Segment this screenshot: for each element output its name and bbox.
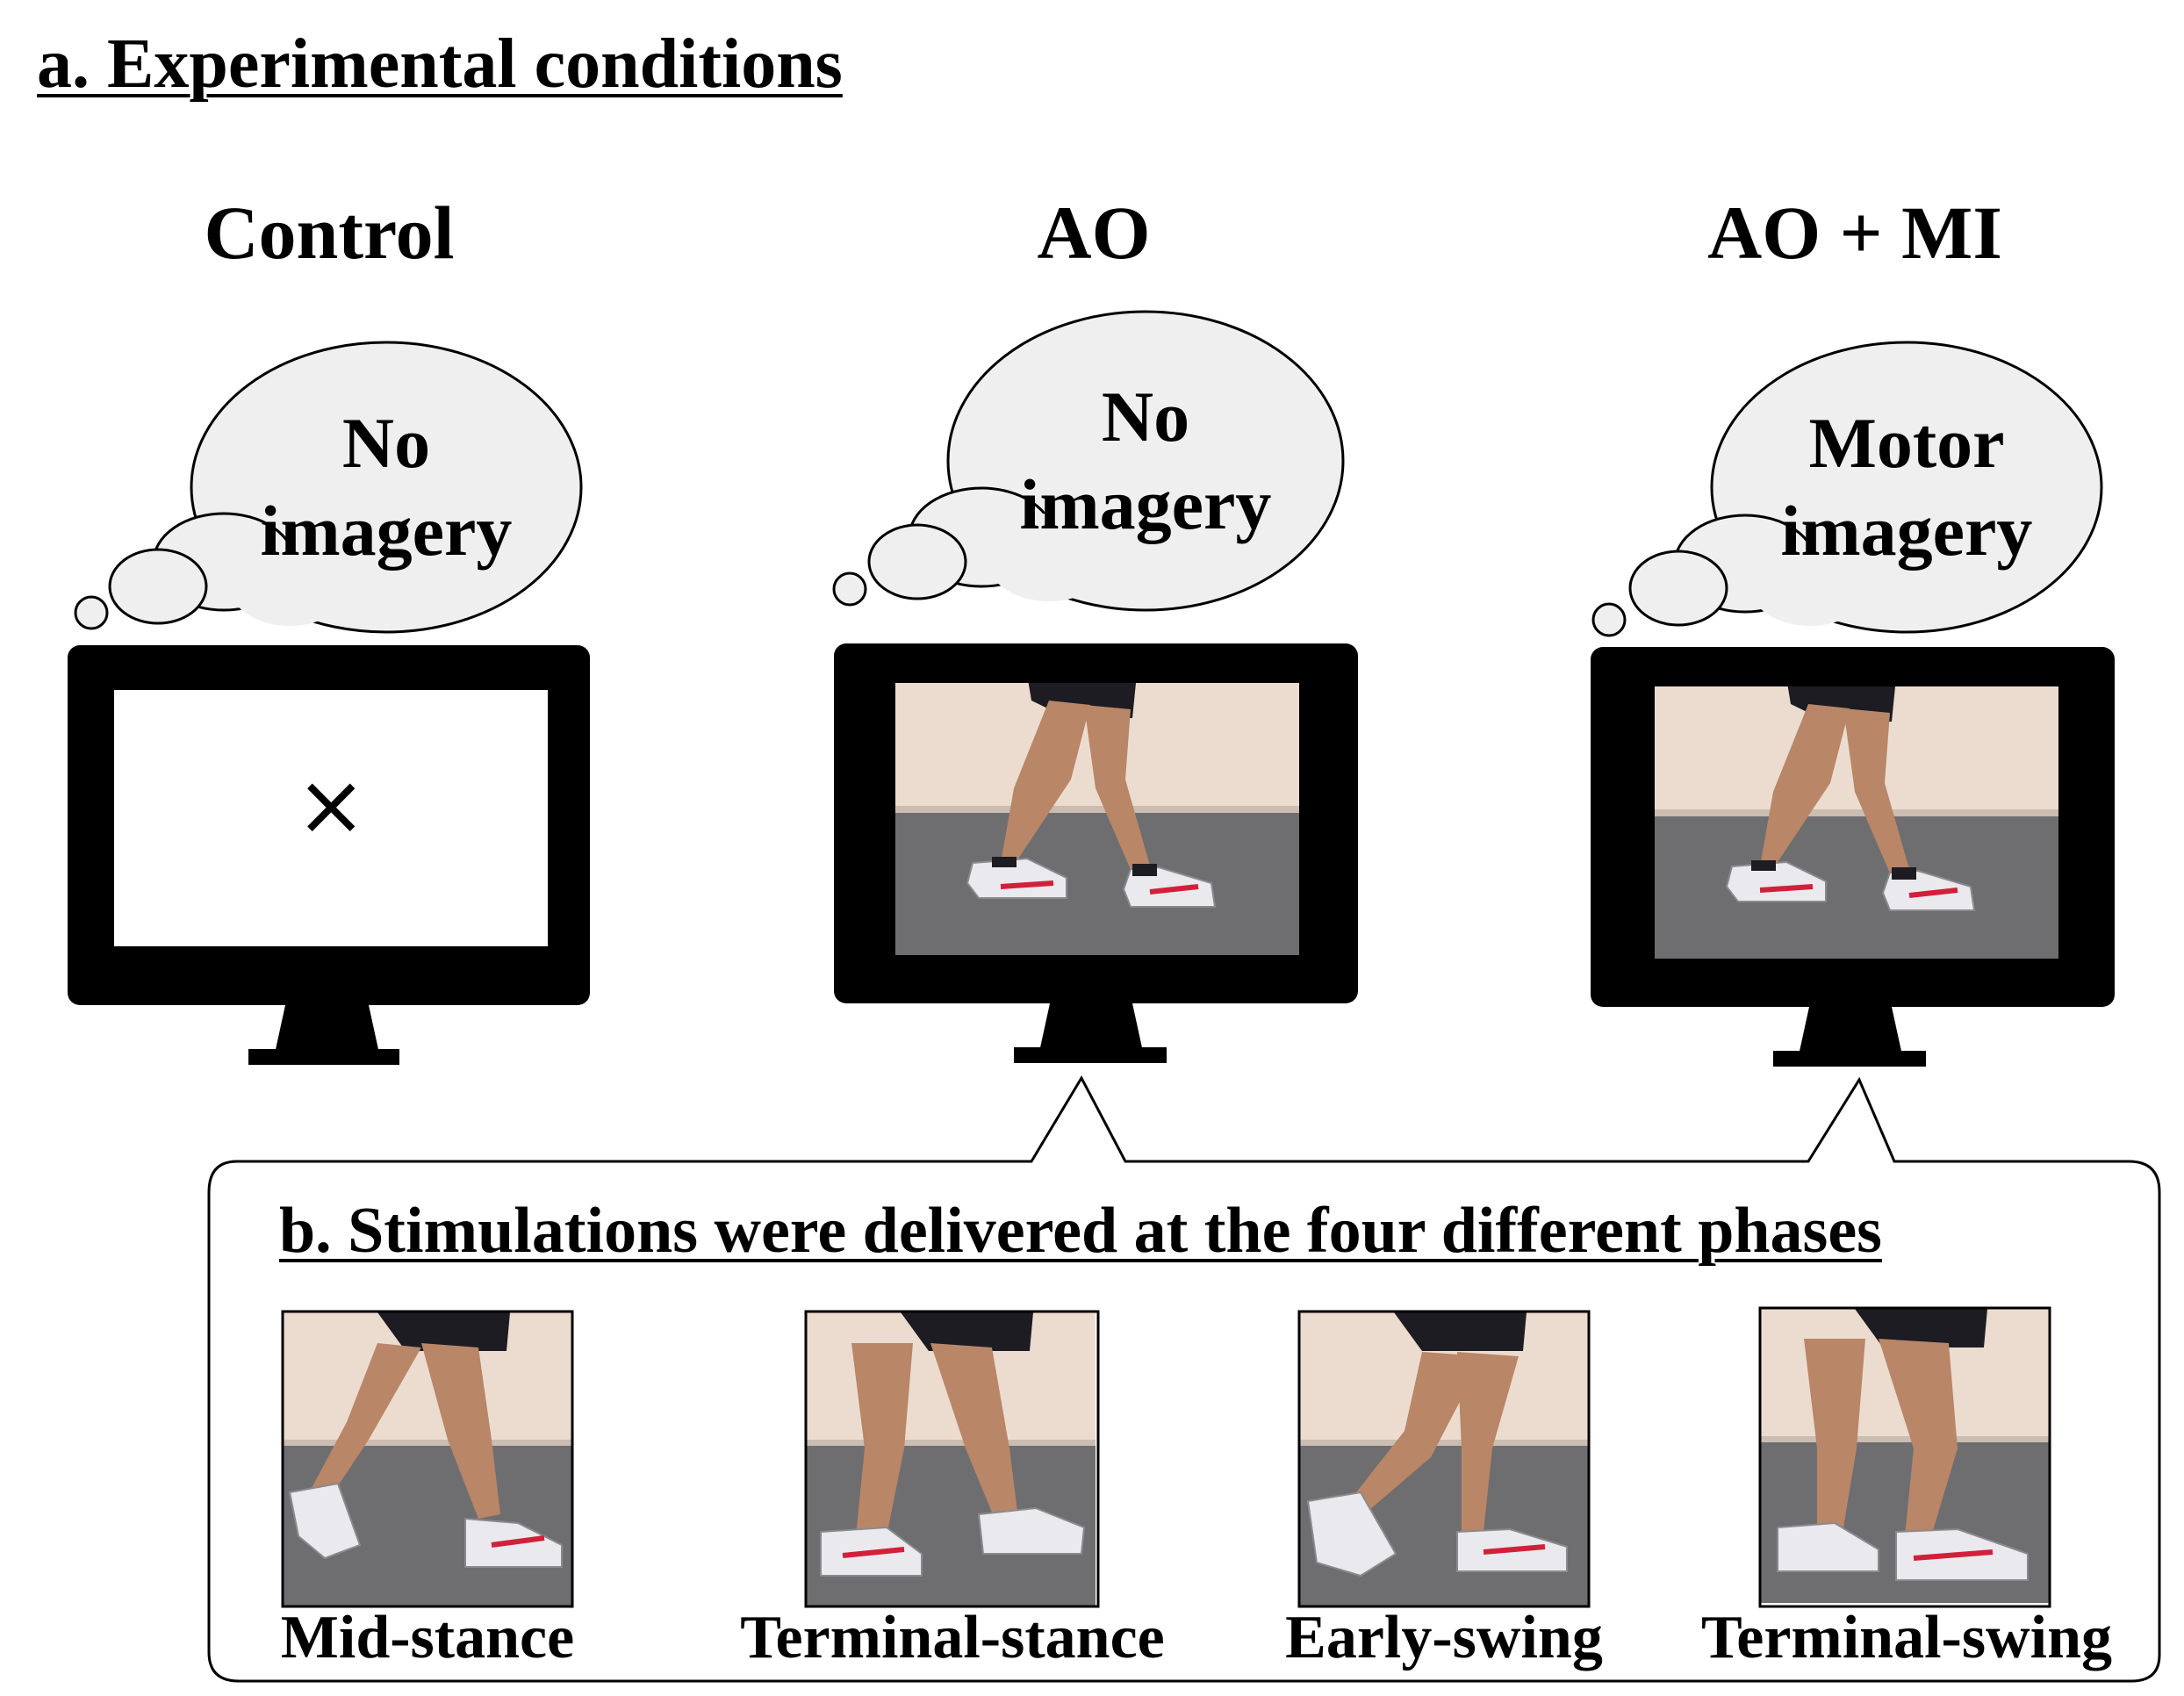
bubble-text-ao: No imagery (952, 373, 1339, 549)
phase-label-terminal-swing: Terminal-swing (1700, 1604, 2113, 1671)
monitor-ao (834, 643, 1358, 1063)
bubble-line1: Motor (1808, 403, 2005, 483)
phase-photo-mid-stance (281, 1310, 574, 1608)
bubble-line2: imagery (260, 491, 513, 571)
monitor-ao-mi (1591, 647, 2115, 1067)
thought-bubble-control (74, 341, 583, 634)
phase-label-early-swing: Early-swing (1285, 1604, 1603, 1671)
fixation-cross-icon: × (296, 756, 367, 854)
condition-label-control: Control (204, 190, 455, 275)
callout-box (207, 1074, 2161, 1683)
phase-label-terminal-stance: Terminal-stance (740, 1604, 1165, 1671)
monitor-control (68, 645, 590, 1065)
thought-bubble-ao-mi (1591, 341, 2103, 637)
phase-label-mid-stance: Mid-stance (280, 1604, 575, 1671)
bubble-line1: No (341, 403, 431, 483)
bubble-line2: imagery (1019, 464, 1272, 544)
walking-video-ao-mi (1655, 678, 2058, 959)
walking-video-ao (895, 674, 1299, 955)
bubble-text-control: No imagery (193, 399, 579, 575)
phase-photo-early-swing (1297, 1310, 1591, 1608)
thought-bubble-ao (832, 310, 1345, 612)
phase-photo-terminal-stance (804, 1310, 1100, 1608)
phase-photo-terminal-swing (1758, 1306, 2051, 1608)
bubble-line2: imagery (1780, 491, 2033, 571)
condition-label-ao-mi: AO + MI (1707, 190, 2002, 275)
bubble-text-ao-mi: Motor imagery (1713, 399, 2100, 575)
condition-label-ao: AO (1037, 190, 1151, 275)
bubble-line1: No (1101, 377, 1190, 456)
section-b-title: b. Stimulations were delivered at the fo… (279, 1195, 1882, 1267)
section-a-title: a. Experimental conditions (37, 25, 843, 103)
